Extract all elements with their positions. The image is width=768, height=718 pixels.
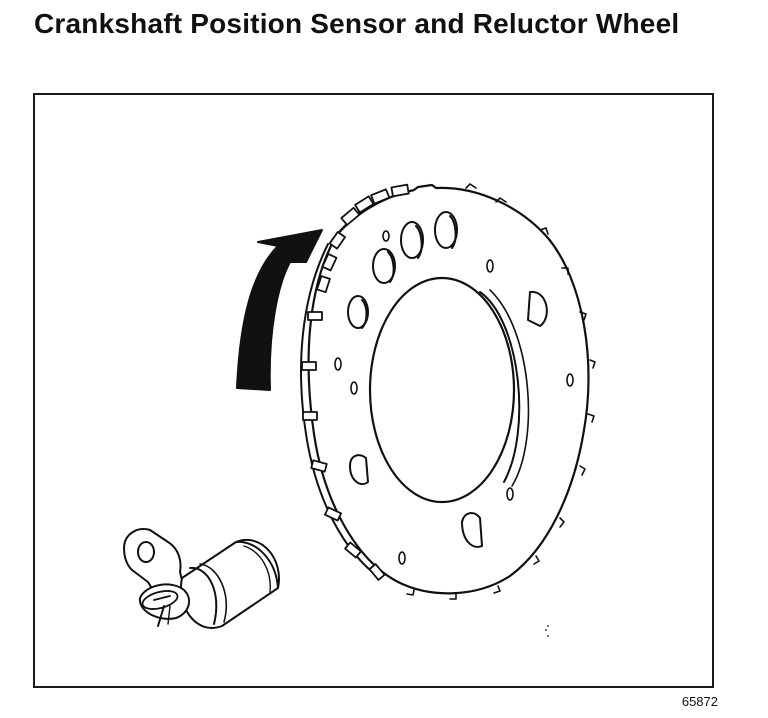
- page-title: Crankshaft Position Sensor and Reluctor …: [34, 8, 680, 39]
- rotation-arrow: [236, 229, 323, 391]
- reluctor-wheel: [300, 183, 596, 600]
- figure-number: 65872: [681, 694, 718, 709]
- stray-marks: [545, 625, 549, 637]
- sensor-bracket-hole: [137, 541, 155, 563]
- reluctor-bolt-holes: [347, 211, 548, 548]
- reluctor-small-slots: [334, 230, 574, 565]
- reluctor-right-tabs: [406, 183, 596, 600]
- reluctor-center-bore: [368, 276, 516, 504]
- reluctor-teeth: [301, 183, 410, 581]
- crankshaft-position-sensor: [123, 528, 280, 629]
